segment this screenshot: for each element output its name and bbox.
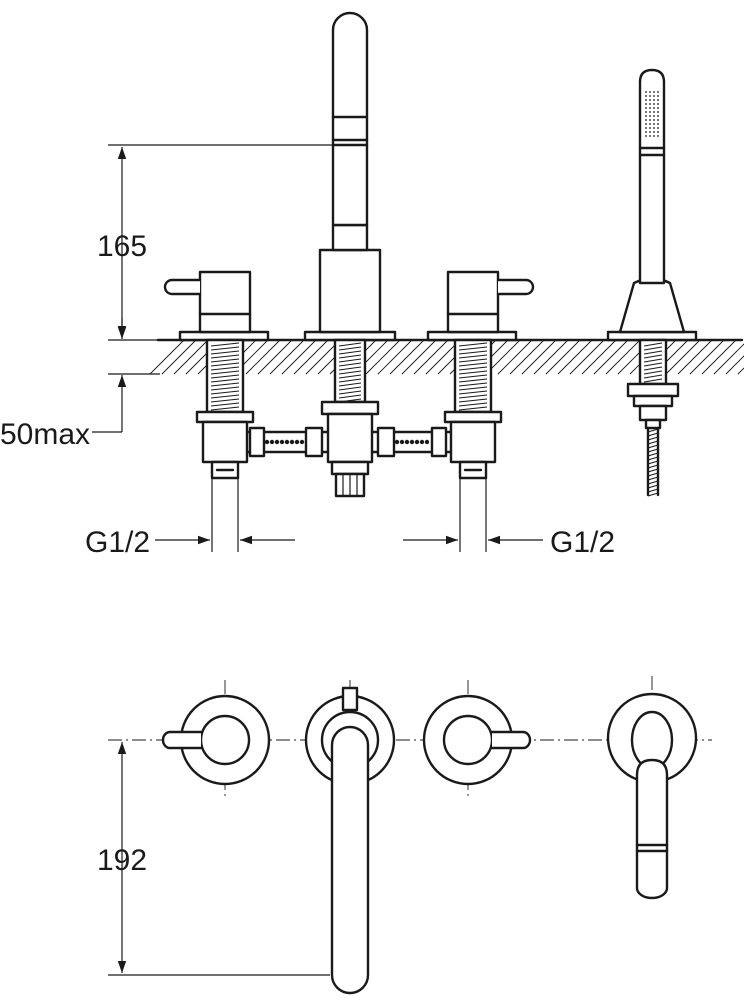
left-fitting <box>195 410 255 480</box>
right-valve <box>426 270 535 342</box>
dimension-g12-right: G1/2 <box>403 478 615 559</box>
spout-plan <box>304 686 396 995</box>
hand-shower <box>606 68 698 342</box>
g12-left-label: G1/2 <box>85 526 150 559</box>
spout <box>303 11 397 342</box>
dimension-50max-label: 50max <box>0 418 90 451</box>
right-fitting <box>443 410 503 480</box>
connection-hoses <box>245 426 453 458</box>
front-elevation <box>149 11 744 498</box>
dimension-165-label: 165 <box>97 230 147 263</box>
mixer-body <box>320 400 380 498</box>
right-handle-plan <box>422 694 532 786</box>
dimension-projection: 192 <box>97 742 330 976</box>
shower-hose-connector <box>626 382 680 497</box>
plan-view: 192 <box>97 676 712 995</box>
shanks <box>205 338 668 414</box>
dimension-g12-left: G1/2 <box>85 478 295 559</box>
dimension-spout-height: 165 <box>97 144 333 341</box>
dimension-deck-thickness: 50max <box>0 318 160 451</box>
left-valve <box>163 270 270 342</box>
left-handle-plan <box>161 694 271 786</box>
g12-right-label: G1/2 <box>550 526 615 559</box>
hand-shower-plan <box>606 692 698 900</box>
dimension-192-label: 192 <box>97 844 147 877</box>
